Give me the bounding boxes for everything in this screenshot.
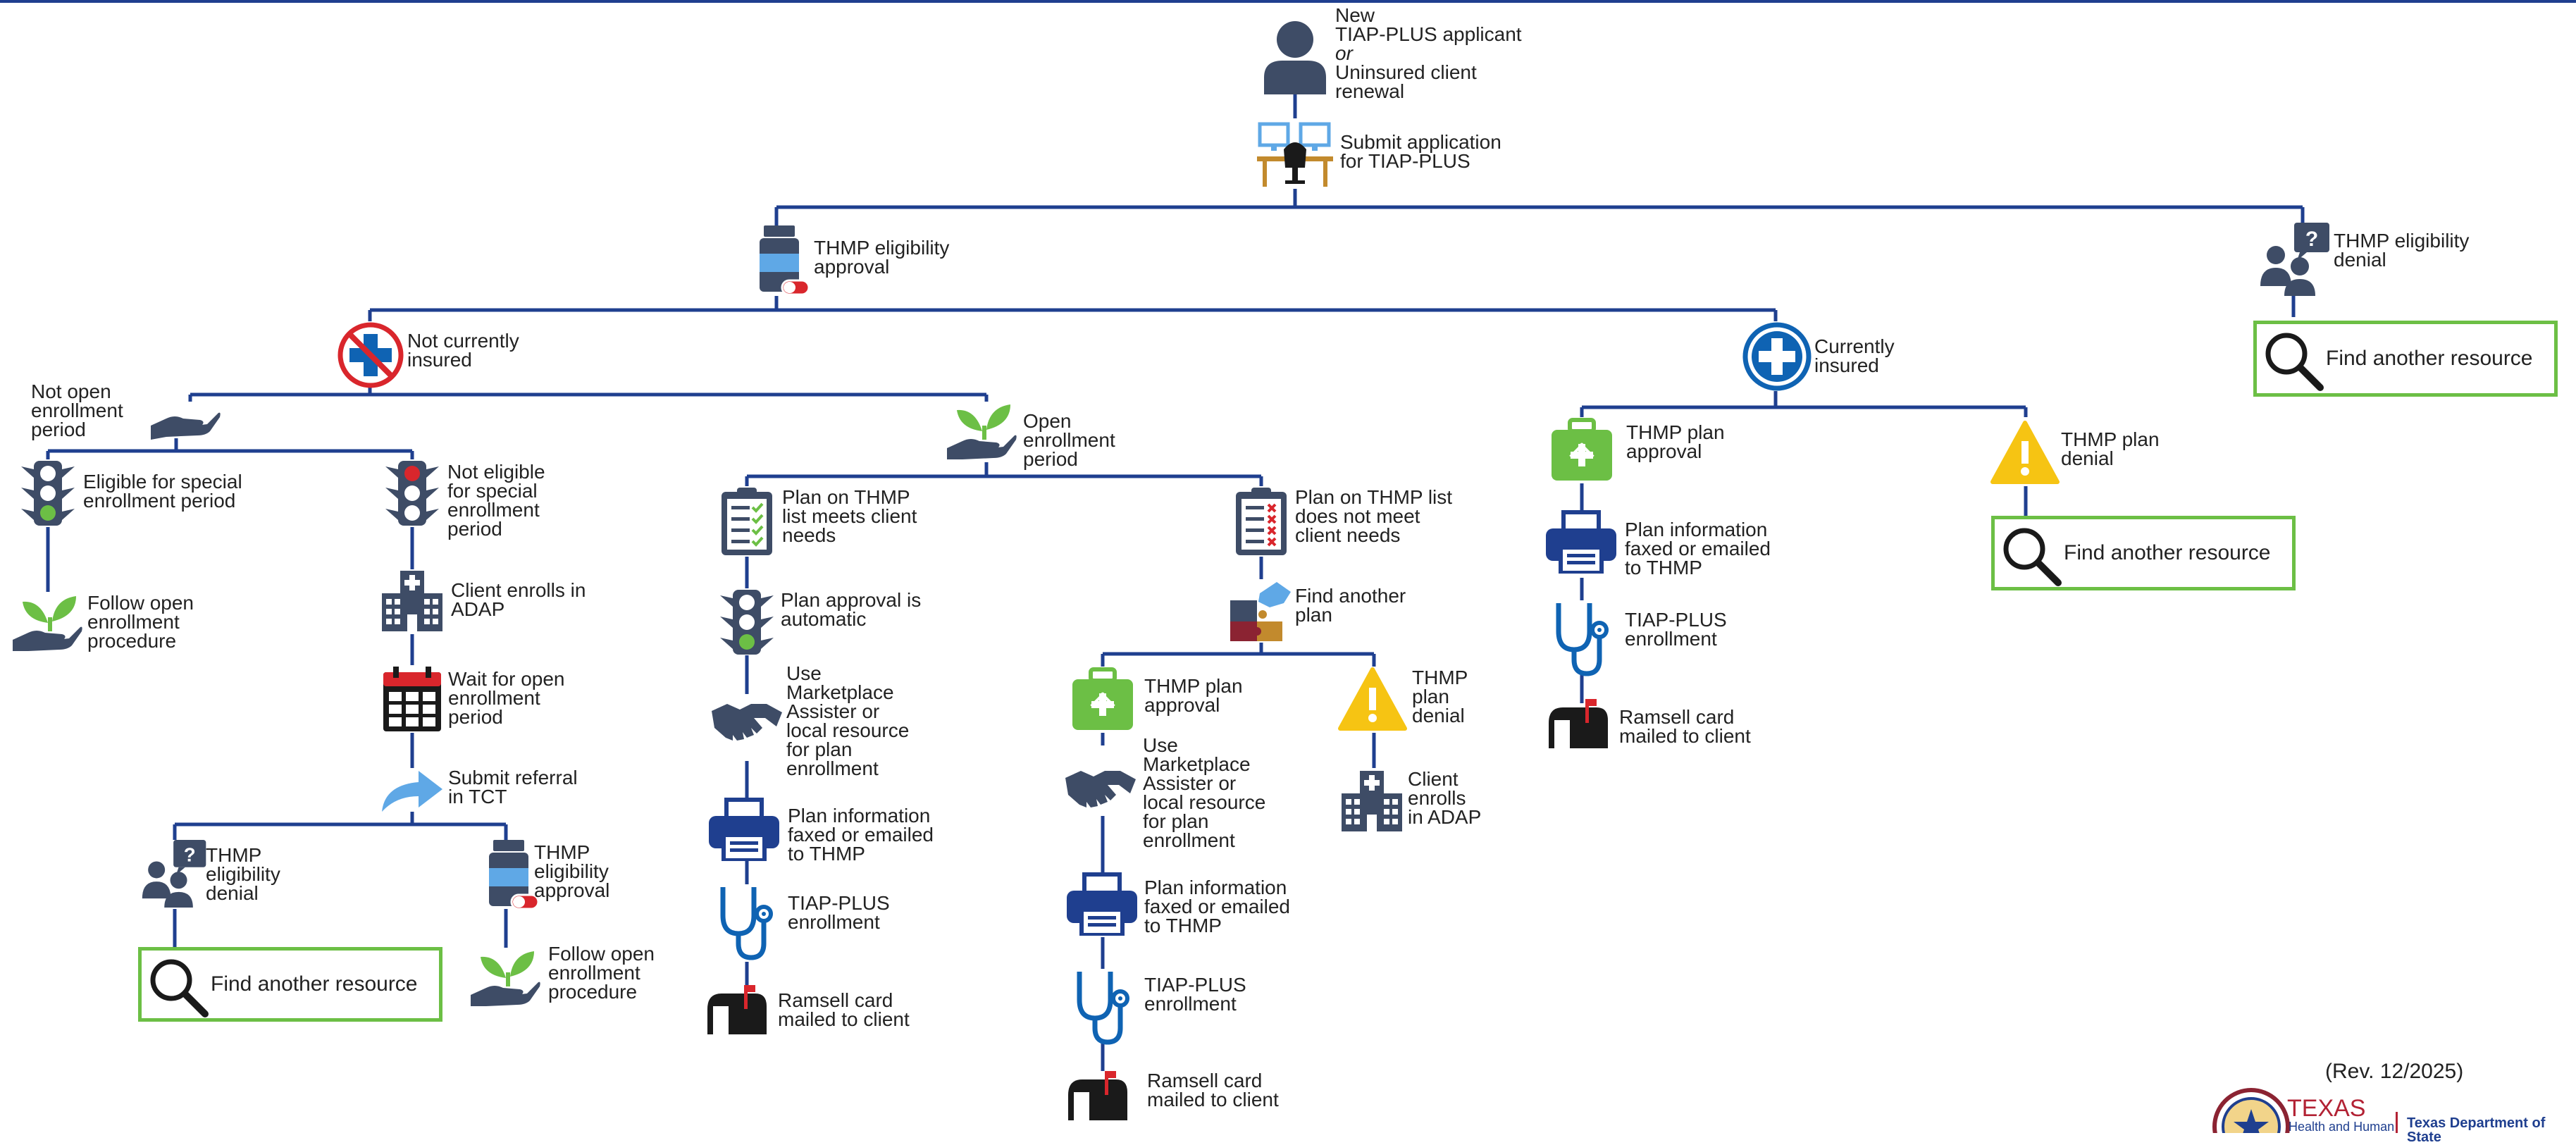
plan-approval-label: THMP plan approval (1144, 675, 1243, 716)
workstation-icon (1256, 121, 1335, 189)
find-another-resource-label: Find another resource (2326, 347, 2533, 370)
fax-icon-3 (1544, 510, 1618, 574)
svg-text:?: ? (2305, 228, 2318, 251)
medkit-icon-2 (1549, 417, 1615, 483)
texas-seal-logo (2212, 1088, 2290, 1133)
find-another-resource-box-3[interactable]: Find another resource (1991, 516, 2296, 590)
fax-icon-2 (1065, 872, 1139, 936)
find-another-resource-label: Find another resource (2064, 541, 2271, 564)
not-eligible-special-label: Not eligible for special enrollment peri… (447, 461, 545, 540)
insured-plan-approval-label: THMP plan approval (1626, 421, 1725, 462)
hand-sprout-icon-3 (947, 400, 1017, 459)
plan-info-1-label: Plan information faxed or emailed to THM… (788, 805, 934, 865)
magnifier-icon (2261, 328, 2326, 393)
insured-plan-denial-label: THMP plan denial (2061, 428, 2160, 469)
not-currently-insured-label: Not currently insured (407, 330, 519, 371)
calendar-icon (380, 665, 444, 733)
follow-open-1-label: Follow open enrollment procedure (87, 592, 194, 652)
thmp-eligibility-approval-label: THMP eligibility approval (814, 237, 950, 278)
stethoscope-icon-1 (713, 884, 774, 962)
top-border (0, 0, 2576, 3)
svg-text:?: ? (184, 843, 196, 865)
handshake-icon-1 (712, 694, 782, 750)
find-another-resource-label: Find another resource (211, 972, 418, 996)
open-enrollment-label: Open enrollment period (1023, 410, 1115, 470)
plan-denial-2-label: THMP plan denial (1412, 667, 1468, 726)
hospital-icon-1 (379, 568, 445, 634)
insured-ramsell-label: Ramsell card mailed to client (1619, 706, 1751, 747)
person-icon (1261, 17, 1329, 94)
insured-tiap-label: TIAP-PLUS enrollment (1625, 609, 1727, 650)
submit-application-label: Submit application for TIAP-PLUS (1340, 131, 1501, 172)
hand-sprout-icon-2 (471, 947, 541, 1006)
logo-hhs: Health and Human (2289, 1120, 2395, 1134)
hand-sprout-icon-1 (13, 592, 83, 651)
use-marketplace-2-label: Use Marketplace Assister or local resour… (1143, 734, 1266, 851)
stethoscope-icon-3 (1549, 600, 1609, 678)
sub-denial-label: THMP eligibility denial (206, 844, 280, 904)
use-marketplace-1-label: Use Marketplace Assister or local resour… (786, 662, 910, 779)
puzzle-icon (1227, 579, 1294, 643)
open-hand-icon (151, 397, 221, 440)
tiap-2-label: TIAP-PLUS enrollment (1144, 974, 1246, 1015)
warning-icon-1 (1337, 667, 1408, 731)
logo-dshs: Texas Department of State (2407, 1115, 2546, 1145)
medkit-icon-1 (1070, 667, 1136, 733)
stethoscope-icon-2 (1070, 969, 1130, 1046)
currently-insured-label: Currently insured (1814, 335, 1895, 376)
traffic-light-green-icon-2 (717, 588, 776, 656)
revision-date: (Rev. 12/2025) (2325, 1060, 2464, 1083)
submit-referral-label: Submit referral in TCT (448, 767, 578, 807)
applicant-label: New TIAP-PLUS applicant or Uninsured cli… (1335, 4, 1522, 102)
pill-bottle-icon-2 (483, 840, 540, 913)
traffic-light-green-icon (18, 459, 78, 527)
magnifier-icon (146, 955, 211, 1020)
logo-divider (2396, 1112, 2398, 1133)
hospital-icon-2 (1339, 768, 1405, 834)
ramsell-1-label: Ramsell card mailed to client (778, 989, 910, 1030)
thmp-eligibility-denial-label: THMP eligibility denial (2334, 230, 2470, 271)
traffic-light-red-icon (383, 459, 442, 527)
plan-auto-label: Plan approval is automatic (781, 589, 922, 630)
plan-meets-label: Plan on THMP list meets client needs (782, 486, 917, 546)
find-another-plan-label: Find another plan (1295, 585, 1406, 626)
handshake-icon-2 (1065, 761, 1136, 817)
mailbox-icon-2 (1065, 1071, 1129, 1127)
referral-arrow-icon (379, 768, 444, 813)
pill-bottle-icon (754, 225, 810, 299)
sub-approval-label: THMP eligibility approval (534, 841, 610, 901)
not-open-enrollment-label: Not open enrollment period (31, 380, 123, 440)
find-another-resource-box-1[interactable]: Find another resource (2253, 321, 2558, 397)
no-insurance-icon (337, 321, 404, 389)
follow-open-2-label: Follow open enrollment procedure (548, 943, 655, 1003)
find-another-resource-box-2[interactable]: Find another resource (138, 947, 442, 1022)
eligible-special-label: Eligible for special enrollment period (83, 471, 242, 512)
warning-icon-2 (1990, 420, 2060, 485)
checklist-x-icon (1232, 486, 1291, 557)
client-enrolls-adap-label: Client enrolls in ADAP (451, 579, 586, 620)
insured-plan-info-label: Plan information faxed or emailed to THM… (1625, 519, 1771, 578)
mailbox-icon-1 (705, 985, 768, 1041)
client-enrolls-adap-2-label: Client enrolls in ADAP (1408, 768, 1482, 828)
plan-info-2-label: Plan information faxed or emailed to THM… (1144, 877, 1291, 936)
mailbox-icon-3 (1546, 699, 1609, 755)
ramsell-2-label: Ramsell card mailed to client (1147, 1070, 1279, 1110)
magnifier-icon (1999, 524, 2064, 588)
tiap-1-label: TIAP-PLUS enrollment (788, 892, 890, 933)
people-question-icon: ? (2260, 223, 2331, 296)
checklist-check-icon (717, 486, 776, 557)
insured-plus-icon (1742, 321, 1812, 392)
fax-icon-1 (707, 798, 781, 861)
plan-not-meet-label: Plan on THMP list does not meet client n… (1295, 486, 1453, 546)
wait-open-label: Wait for open enrollment period (448, 668, 565, 728)
logo-texas: TEXAS (2287, 1095, 2366, 1122)
people-question-icon-2: ? (140, 840, 210, 908)
